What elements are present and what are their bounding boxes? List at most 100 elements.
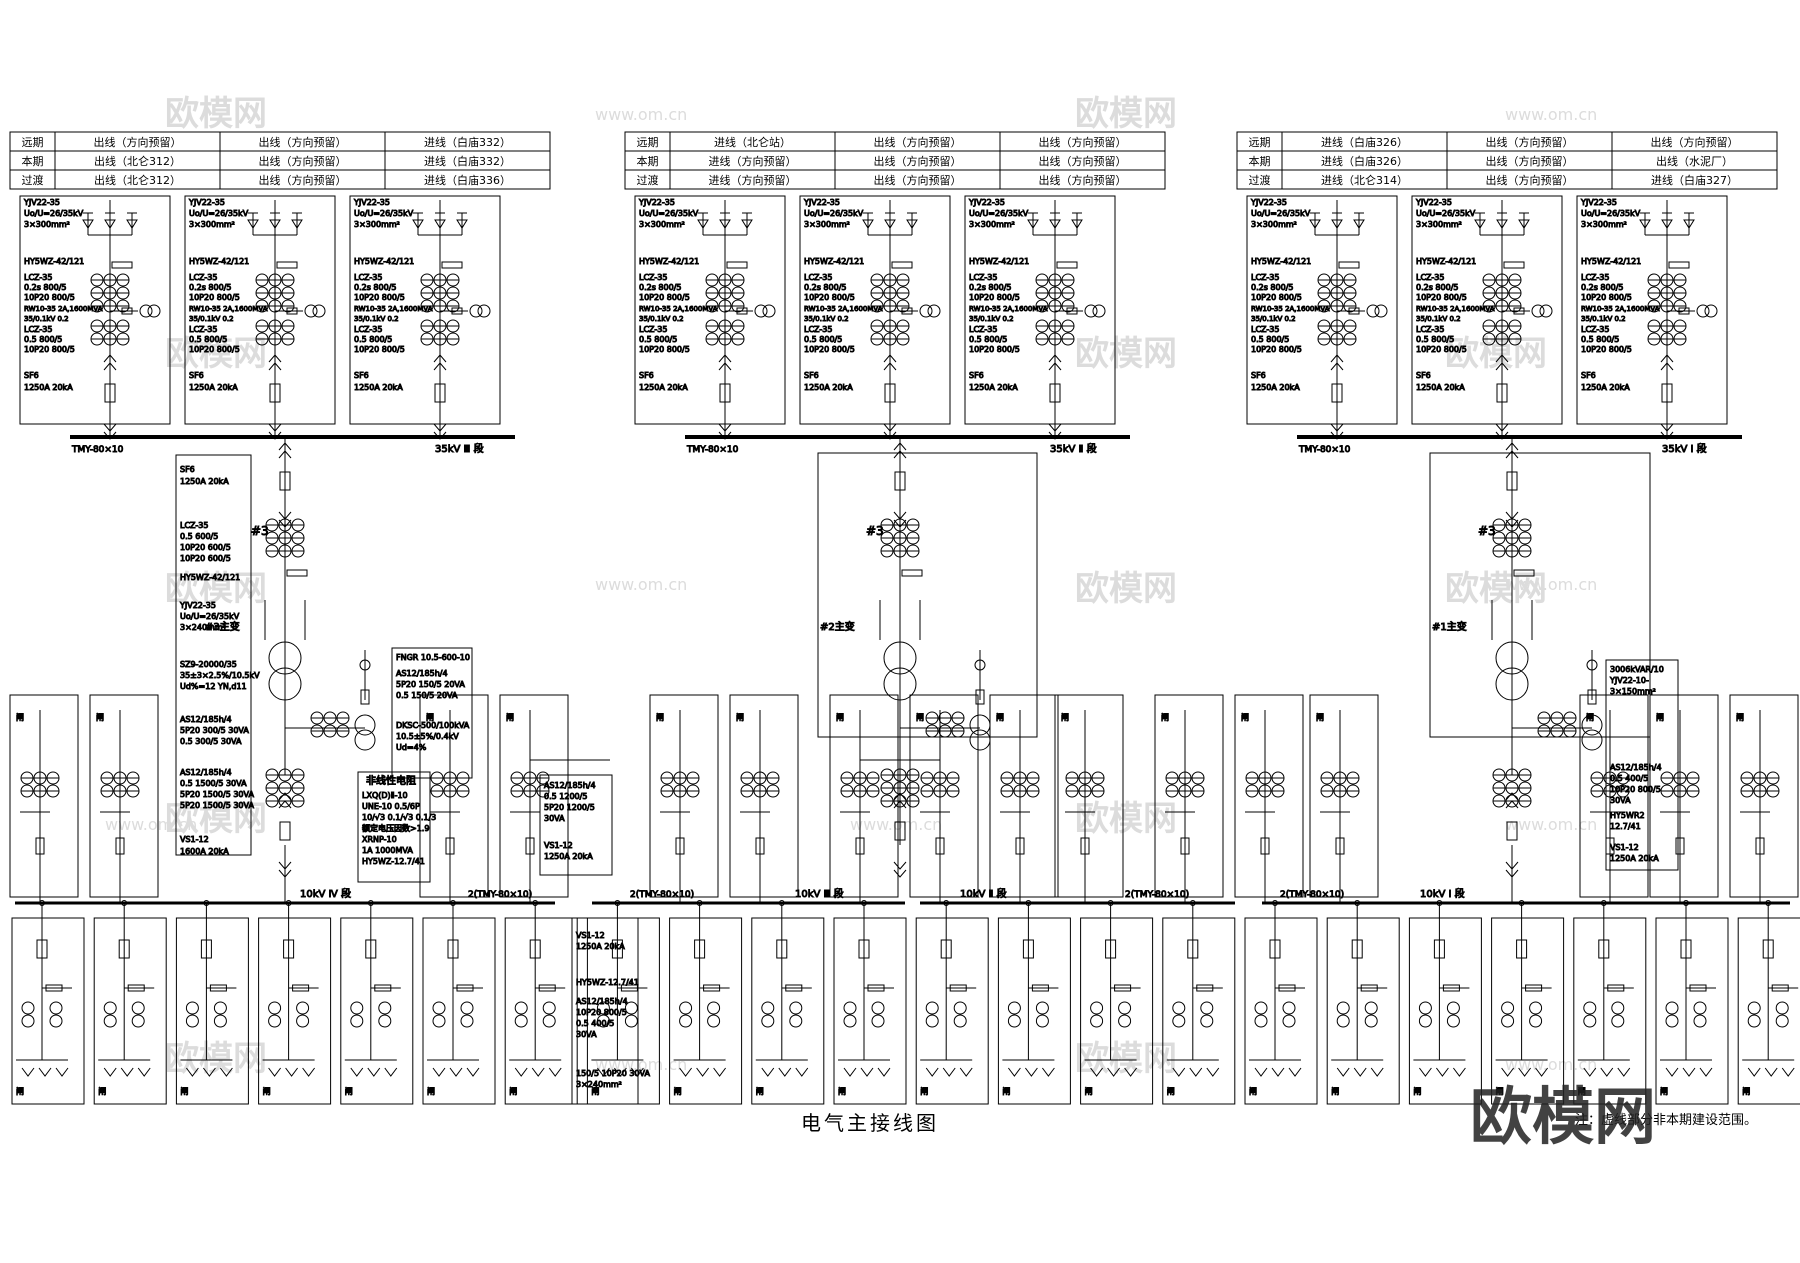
feeder-cabinet	[833, 917, 907, 1105]
watermark-brand: 欧模网	[1075, 94, 1177, 134]
watermark-brand: 欧模网	[1075, 569, 1177, 609]
capacitor-arrester-spec: HY5WR2	[1610, 811, 1645, 820]
withdrawable-contact-icon	[893, 861, 907, 878]
bay-breaker-spec: SF6	[639, 371, 654, 380]
feeder-breaker-spec: VS1-12	[576, 931, 605, 940]
bay-arrester-spec: HY5WZ-42/121	[354, 257, 414, 266]
ct-icon	[843, 1001, 857, 1015]
watermark-url: www.om.cn	[1505, 105, 1597, 124]
bay-cable-spec: YJV22-35	[968, 198, 1005, 207]
bay-ct-spec: LCZ-35	[354, 325, 382, 334]
breaker-icon	[755, 837, 765, 855]
feeder-ct-spec: 30VA	[576, 1030, 597, 1039]
bay-arrester-spec: HY5WZ-42/121	[24, 257, 84, 266]
arrester-icon	[1027, 219, 1039, 229]
bus-node	[1683, 900, 1689, 906]
ct-icon	[1282, 1001, 1296, 1015]
feeder-tag: 闸	[838, 1087, 846, 1096]
cabinet-tag: 闸	[736, 713, 744, 722]
tx-cable-spec: 3×240mm²	[180, 623, 226, 632]
ct-icon	[1118, 1014, 1132, 1028]
bay-ct-spec: LCZ-35	[1251, 325, 1279, 334]
cable-termination-icon	[1331, 1059, 1384, 1077]
ct-icon	[1583, 1001, 1597, 1015]
bay-cable-spec: 3×300mm²	[804, 220, 850, 229]
bay-cable-spec: Uo/U=26/35kV	[354, 209, 414, 218]
watermark-url: www.om.cn	[105, 815, 197, 834]
bay-arrester-spec: HY5WZ-42/121	[639, 257, 699, 266]
breaker-icon	[1661, 383, 1673, 403]
fuse-icon	[1066, 307, 1078, 315]
breaker-icon	[1496, 383, 1508, 403]
withdrawable-contact-icon	[103, 354, 117, 371]
cable-termination-icon	[344, 1059, 398, 1077]
breaker-icon	[1080, 837, 1090, 855]
bay-table	[1236, 131, 1778, 190]
fuse-icon	[1678, 307, 1690, 315]
bay-breaker-spec: 1250A 20kA	[969, 383, 1018, 392]
ct-icon	[350, 1014, 364, 1028]
arrester-block	[1278, 984, 1296, 992]
bay-panel	[799, 195, 951, 425]
arrester-icon	[1049, 219, 1061, 229]
bus-node	[203, 900, 210, 906]
grounding-transformer	[969, 729, 991, 751]
cabinet-tag: 闸	[996, 713, 1004, 722]
bay-ct-spec: 10P20 800/5	[189, 293, 240, 302]
grounding-tx-spec: DKSC-500/100kVA	[396, 721, 470, 730]
bay-tables: 远期本期过渡出线（方向预留）出线（北仑312）出线（北仑312）出线（方向预留）…	[9, 131, 1778, 190]
bus-node	[1025, 900, 1032, 906]
table-cell: 进线（北仑314）	[1321, 173, 1408, 187]
bus-node	[861, 900, 867, 906]
ct-icon	[624, 1001, 638, 1015]
bus-35kv-label: 35kV Ⅲ 段	[435, 442, 484, 455]
ct-icon	[679, 1014, 693, 1028]
ct-icon	[1090, 1014, 1104, 1028]
bay-cable-spec: Uo/U=26/35kV	[1581, 209, 1641, 218]
arrester-icon	[1639, 219, 1651, 229]
arrester-icon	[456, 219, 468, 229]
fuse-icon	[121, 307, 133, 315]
bay-pt-spec: 35/0.1kV 0.2	[189, 315, 234, 323]
bay-breaker-spec: SF6	[969, 371, 984, 380]
bay-breaker-spec: 1250A 20kA	[24, 383, 73, 392]
bay-ct-spec: 0.2s 800/5	[639, 283, 682, 292]
withdrawable-contact-icon	[278, 442, 292, 459]
pt-icon	[754, 304, 768, 318]
bus-node	[39, 900, 45, 906]
watermark-brand: 欧模网	[1075, 799, 1177, 839]
bus-10kv-label: 10kV Ⅱ 段	[960, 887, 1007, 900]
switchgear-cabinet	[989, 694, 1059, 898]
ct-icon	[596, 1001, 610, 1015]
table-cell: 远期	[1249, 136, 1271, 149]
feeder-breaker-icon	[858, 939, 870, 959]
table-cell: 出线（方向预留）	[874, 154, 962, 168]
table-cell: 进线（方向预留）	[709, 154, 797, 168]
ct-icon	[761, 1014, 775, 1028]
feeder-cabinet	[1491, 917, 1565, 1105]
ct-icon	[1747, 1014, 1761, 1028]
feeder-tag: 闸	[1578, 1087, 1586, 1096]
withdrawable-contact-icon	[1505, 442, 1519, 459]
breaker-icon	[894, 471, 906, 491]
bay-cable-spec: 3×300mm²	[639, 220, 685, 229]
bay-ct-spec: 10P20 800/5	[969, 293, 1020, 302]
cable-termination-icon	[1166, 1059, 1220, 1077]
feeder-tag: 闸	[427, 1087, 435, 1096]
pt-icon	[919, 304, 933, 318]
bus-conductor-label: TMY-80×10	[71, 445, 124, 455]
bay-ct-spec: 0.5 800/5	[354, 335, 392, 344]
bay-ct-spec: 0.2s 800/5	[354, 283, 397, 292]
bay-ct-spec: 10P20 800/5	[189, 345, 240, 354]
bay-ct-spec: 0.5 800/5	[189, 335, 227, 344]
brand-logo-text: 欧模网	[1470, 1080, 1656, 1153]
bay-panel	[349, 195, 501, 425]
feeder-tag: 闸	[180, 1087, 188, 1096]
bay-panel	[1411, 195, 1563, 425]
watermark-brand: 欧模网	[165, 1039, 267, 1079]
bay-ct-spec: LCZ-35	[969, 273, 997, 282]
ct-icon	[49, 1001, 63, 1015]
table-cell: 出线（方向预留）	[1039, 135, 1127, 149]
pt-icon	[469, 304, 483, 318]
bus-35kv-label: 35kV Ⅰ 段	[1662, 442, 1707, 455]
